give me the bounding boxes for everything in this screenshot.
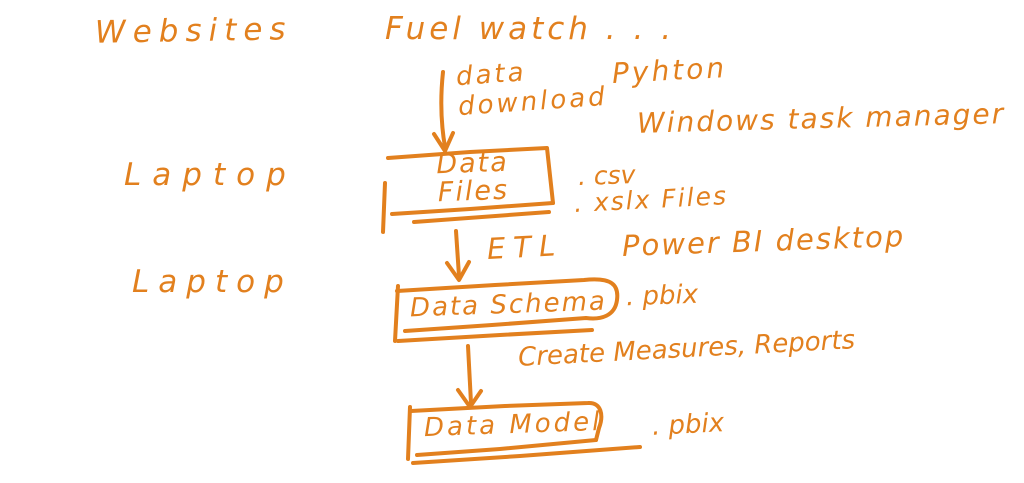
etl-arrow-icon (445, 229, 471, 282)
laptop-label-1: Laptop (124, 157, 297, 193)
download-arrow-icon (432, 70, 455, 153)
measures-arrow-icon (456, 344, 483, 409)
data-schema-box (393, 277, 620, 343)
data-model-label: Data Model (423, 406, 603, 444)
data-files-line2: Files (437, 175, 510, 209)
websites-label: Websites (94, 11, 293, 51)
data-model-box (406, 401, 642, 465)
data-files-label: Data Files (407, 147, 539, 209)
fuelwatch-source-label: Fuel watch . . . (385, 11, 676, 47)
data-download-label: data download (455, 53, 609, 123)
python-label: Pyhton (611, 51, 728, 90)
pbix-format-label-2: . pbix (651, 408, 725, 442)
laptop-label-2: Laptop (132, 264, 293, 300)
data-files-box (381, 146, 555, 234)
etl-label: ETL (486, 228, 565, 266)
pbix-format-label-1: . pbix (625, 279, 699, 313)
